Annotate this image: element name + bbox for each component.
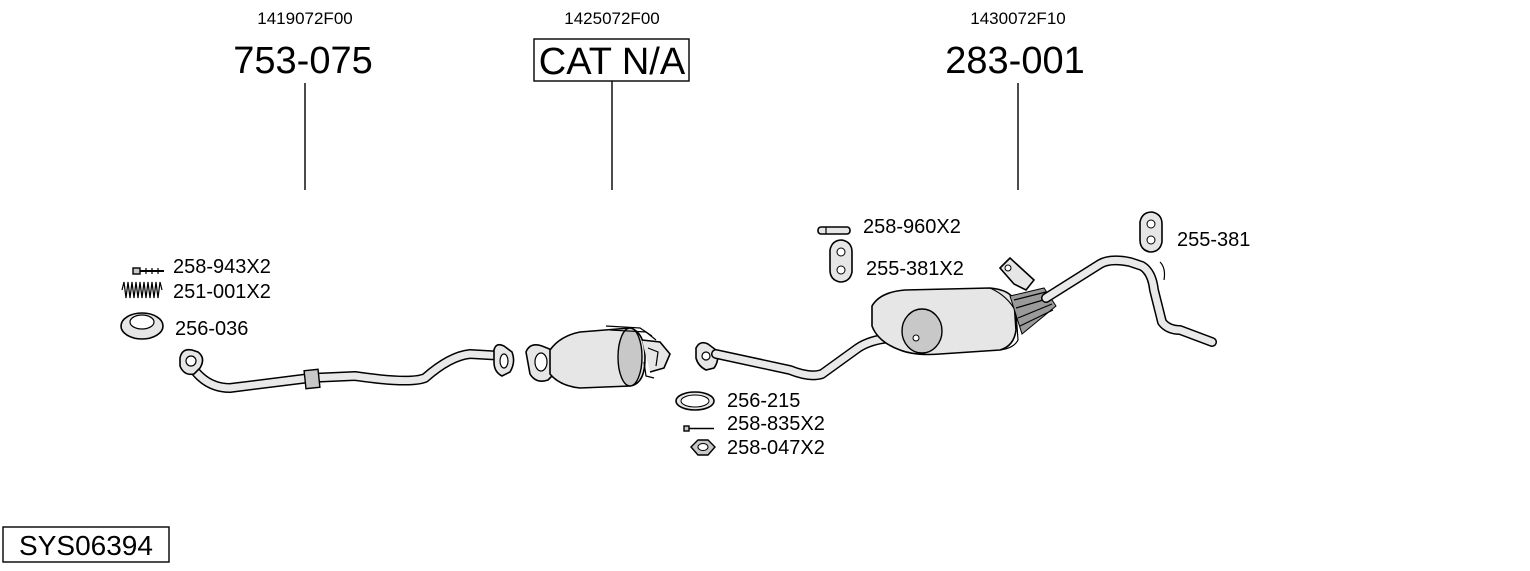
assembly-rear-muffler[interactable]: 1430072F10 283-001 [945, 9, 1085, 190]
rubber-hanger-icon [829, 239, 853, 283]
part-number: CAT N/A [539, 41, 686, 83]
part-number: 753-075 [233, 40, 372, 82]
oem-number: 1430072F10 [970, 9, 1065, 28]
pin-icon [817, 226, 851, 235]
flange-icon [493, 343, 515, 377]
rear-section-drawing[interactable] [695, 255, 1217, 381]
hardware-label: 258-047X2 [727, 437, 825, 459]
hardware-label: 256-215 [727, 390, 800, 412]
bolt-icon [683, 425, 714, 432]
hardware-item[interactable]: 258-047X2 [690, 437, 825, 459]
gasket-ring-icon [120, 312, 164, 340]
assembly-catalyst[interactable]: 1425072F00 CAT N/A [533, 9, 690, 190]
nut-icon [690, 439, 716, 456]
hardware-item[interactable]: 258-960X2 [817, 216, 961, 238]
hardware-item[interactable]: 256-036 [120, 312, 248, 340]
system-code-box [2, 526, 170, 563]
hardware-label: 255-381X2 [866, 258, 964, 280]
hardware-item[interactable]: 258-835X2 [683, 413, 825, 435]
hardware-item[interactable]: 251-001X2 [121, 281, 271, 303]
flange-icon [179, 348, 204, 376]
assembly-front-pipe[interactable]: 1419072F00 753-075 [233, 9, 373, 190]
hardware-label: 258-943X2 [173, 256, 271, 278]
hardware-label: 256-036 [175, 318, 248, 340]
hardware-label: 258-835X2 [727, 413, 825, 435]
flange-icon [695, 341, 719, 371]
rubber-hanger-icon [1139, 211, 1163, 253]
system-code-text: SYS06394 [19, 530, 153, 561]
spring-icon [121, 281, 163, 299]
hardware-label: 255-381 [1177, 229, 1250, 251]
hardware-item[interactable]: 258-943X2 [132, 256, 271, 278]
hardware-item[interactable]: 255-381 [1139, 211, 1250, 253]
hardware-item[interactable]: 255-381X2 [829, 239, 964, 283]
bolt-icon [132, 267, 164, 275]
system-code: SYS06394 [2, 526, 170, 563]
gasket-ring-icon [675, 391, 715, 411]
hardware-label: 258-960X2 [863, 216, 961, 238]
front-pipe-drawing[interactable] [179, 343, 515, 393]
catalyst-drawing[interactable] [525, 325, 671, 389]
hardware-label: 251-001X2 [173, 281, 271, 303]
part-number: 283-001 [945, 40, 1084, 82]
oem-number: 1419072F00 [257, 9, 352, 28]
oem-number: 1425072F00 [564, 9, 659, 28]
hardware-item[interactable]: 256-215 [675, 390, 800, 412]
